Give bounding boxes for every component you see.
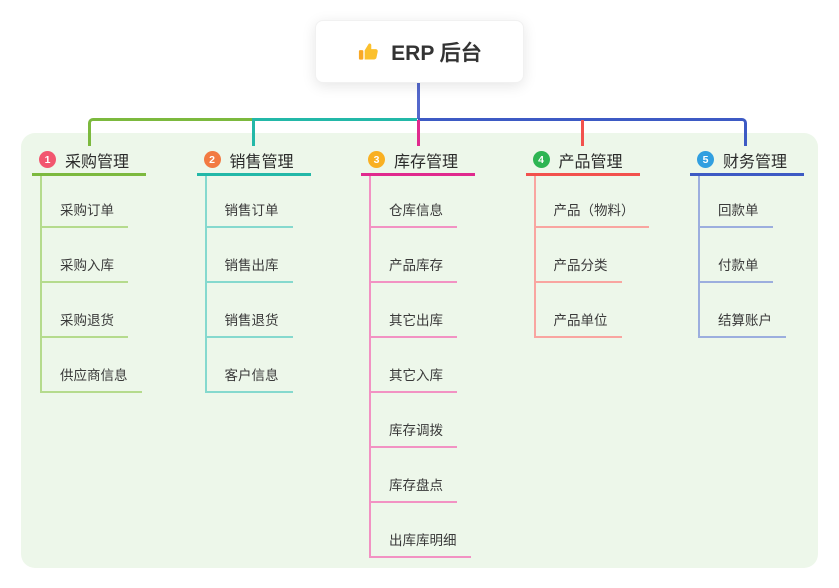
branch-title-label: 产品管理 — [558, 153, 623, 171]
branch-1-title[interactable]: 1 采购管理 — [32, 146, 146, 176]
connector-branch-4 — [581, 120, 584, 146]
branch-title-label: 采购管理 — [65, 153, 130, 171]
branch-title-label: 销售管理 — [229, 153, 294, 171]
branch-1-children: 采购订单采购入库采购退货供应商信息 — [40, 176, 182, 393]
child-node[interactable]: 客户信息 — [206, 338, 293, 393]
branch-4-title[interactable]: 4 产品管理 — [525, 146, 640, 176]
branch-number-badge: 1 — [39, 151, 56, 168]
child-node[interactable]: 产品（物料） — [535, 176, 649, 228]
connector-branch-1 — [87, 118, 252, 146]
branch-3-title[interactable]: 3 库存管理 — [361, 146, 475, 176]
branch-title-label: 库存管理 — [394, 153, 459, 171]
branch-number-badge: 4 — [532, 151, 550, 168]
child-node[interactable]: 库存盘点 — [371, 448, 457, 503]
branch-number-badge: 3 — [368, 151, 385, 168]
branch-4: 4 产品管理产品（物料）产品分类产品单位 — [525, 146, 676, 338]
root-node-label: ERP 后台 — [391, 41, 482, 65]
connector-branch-2 — [252, 118, 417, 146]
branch-3-children: 仓库信息产品库存其它出库其它入库库存调拨库存盘点出库库明细 — [369, 176, 511, 558]
child-node[interactable]: 其它入库 — [371, 338, 457, 393]
child-node[interactable]: 付款单 — [700, 228, 773, 283]
connector-branch-5 — [418, 118, 747, 146]
child-node[interactable]: 销售出库 — [206, 228, 293, 283]
branch-5: 5 财务管理回款单付款单结算账户 — [690, 146, 839, 338]
branch-number-badge: 2 — [203, 151, 221, 168]
branch-1: 1 采购管理采购订单采购入库采购退货供应商信息 — [32, 146, 182, 393]
child-node[interactable]: 结算账户 — [700, 283, 786, 338]
root-stem-connector — [417, 83, 420, 119]
branch-2-children: 销售订单销售出库销售退货客户信息 — [204, 176, 347, 393]
branch-2: 2 销售管理销售订单销售出库销售退货客户信息 — [196, 146, 347, 393]
child-node[interactable]: 采购退货 — [42, 283, 128, 338]
child-node[interactable]: 采购订单 — [42, 176, 128, 228]
child-node[interactable]: 库存调拨 — [371, 393, 457, 448]
branch-4-children: 产品（物料）产品分类产品单位 — [533, 176, 676, 338]
child-node[interactable]: 回款单 — [700, 176, 773, 228]
thumbs-up-icon — [357, 40, 380, 63]
child-node[interactable]: 仓库信息 — [371, 176, 457, 228]
connector-branch-3 — [416, 120, 420, 146]
child-node[interactable]: 其它出库 — [371, 283, 457, 338]
child-node[interactable]: 销售退货 — [206, 283, 293, 338]
root-node[interactable]: ERP 后台 — [315, 20, 524, 83]
branch-number-badge: 5 — [697, 151, 714, 168]
branch-5-title[interactable]: 5 财务管理 — [690, 146, 804, 176]
child-node[interactable]: 供应商信息 — [42, 338, 142, 393]
branches-panel — [21, 133, 818, 568]
child-node[interactable]: 销售订单 — [206, 176, 293, 228]
branch-5-children: 回款单付款单结算账户 — [698, 176, 839, 338]
child-node[interactable]: 产品单位 — [535, 283, 622, 338]
child-node[interactable]: 出库库明细 — [371, 503, 471, 558]
branch-3: 3 库存管理仓库信息产品库存其它出库其它入库库存调拨库存盘点出库库明细 — [361, 146, 511, 558]
branch-title-label: 财务管理 — [723, 153, 788, 171]
child-node[interactable]: 产品分类 — [535, 228, 622, 283]
child-node[interactable]: 产品库存 — [371, 228, 457, 283]
child-node[interactable]: 采购入库 — [42, 228, 128, 283]
branch-2-title[interactable]: 2 销售管理 — [196, 146, 311, 176]
